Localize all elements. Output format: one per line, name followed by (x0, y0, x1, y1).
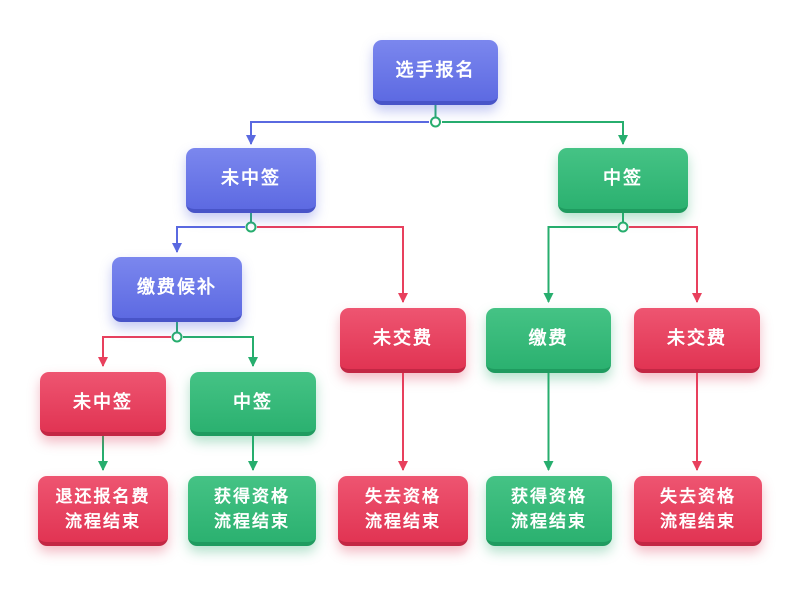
node-no-win-1-label: 未中签 (221, 168, 281, 188)
connector-no-win-1-to-unpaid-mid (257, 226, 408, 303)
node-disqualified-right-line1: 失去资格 (660, 486, 736, 506)
node-start-label: 选手报名 (395, 60, 476, 80)
node-win-1: 中签 (558, 148, 688, 213)
node-unpaid-right-label: 未交费 (667, 328, 727, 348)
junction-dot-win-1 (617, 221, 629, 233)
node-qualified-left: 获得资格 流程结束 (188, 476, 316, 546)
node-waitlist-label: 缴费候补 (137, 277, 217, 297)
node-disqualified-right-line2: 流程结束 (660, 512, 736, 531)
node-win-2-label: 中签 (233, 391, 273, 412)
node-unpaid-mid: 未交费 (340, 308, 466, 373)
node-no-win-2-label: 未中签 (73, 391, 133, 412)
node-disqualified-right: 失去资格 流程结束 (634, 476, 762, 546)
connector-no-win-1-to-waitlist (172, 226, 245, 253)
node-unpaid-right: 未交费 (634, 308, 760, 373)
node-disqualified-mid: 失去资格 流程结束 (338, 476, 468, 546)
connector-start-to-no-win-1 (246, 121, 429, 145)
connector-win-1-to-unpaid-right (629, 226, 702, 303)
node-qualified-right: 获得资格 流程结束 (486, 476, 612, 546)
junction-dot-start (430, 116, 441, 128)
node-paid: 缴费 (486, 308, 611, 373)
junction-dot-waitlist (171, 331, 183, 343)
node-start: 选手报名 (373, 40, 498, 105)
connector-win-1-to-paid (543, 226, 617, 303)
node-unpaid-mid-label: 未交费 (373, 328, 433, 348)
node-refund-end-line2: 流程结束 (65, 512, 141, 531)
node-win-2: 中签 (190, 372, 316, 436)
node-qualified-left-line1: 获得资格 (214, 486, 290, 506)
node-waitlist: 缴费候补 (112, 257, 242, 322)
node-refund-end: 退还报名费 流程结束 (38, 476, 168, 546)
node-disqualified-mid-line1: 失去资格 (365, 486, 441, 506)
node-disqualified-mid-line2: 流程结束 (365, 512, 441, 531)
node-qualified-right-line2: 流程结束 (511, 512, 587, 531)
node-refund-end-line1: 退还报名费 (55, 486, 151, 506)
node-paid-label: 缴费 (528, 328, 569, 348)
node-no-win-1: 未中签 (186, 148, 316, 213)
junction-dot-no-win-1 (245, 221, 257, 233)
connector-waitlist-to-win-2 (183, 336, 258, 367)
node-no-win-2: 未中签 (40, 372, 166, 436)
connector-waitlist-to-no-win-2 (98, 336, 171, 367)
node-qualified-left-line2: 流程结束 (214, 512, 290, 531)
node-qualified-right-line1: 获得资格 (511, 486, 587, 506)
connector-start-to-win-1 (442, 121, 628, 145)
node-win-1-label: 中签 (603, 168, 643, 188)
